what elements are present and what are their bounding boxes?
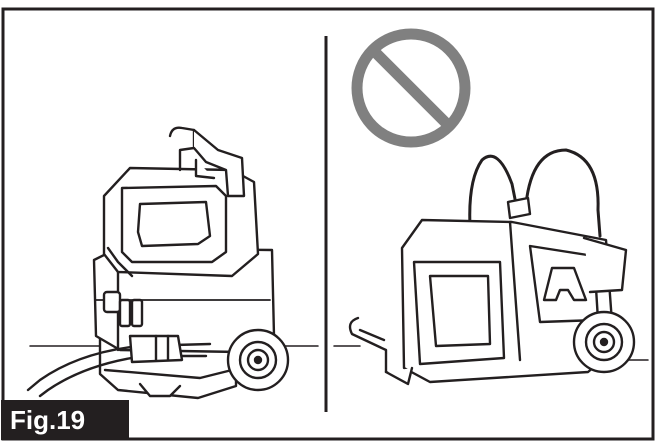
figure-label: Fig.19 <box>1 400 129 440</box>
figure-border <box>1 7 655 441</box>
left-panel-correct-position <box>26 126 319 400</box>
right-panel-prohibited-position <box>333 148 649 386</box>
prohibition-icon <box>351 28 471 148</box>
